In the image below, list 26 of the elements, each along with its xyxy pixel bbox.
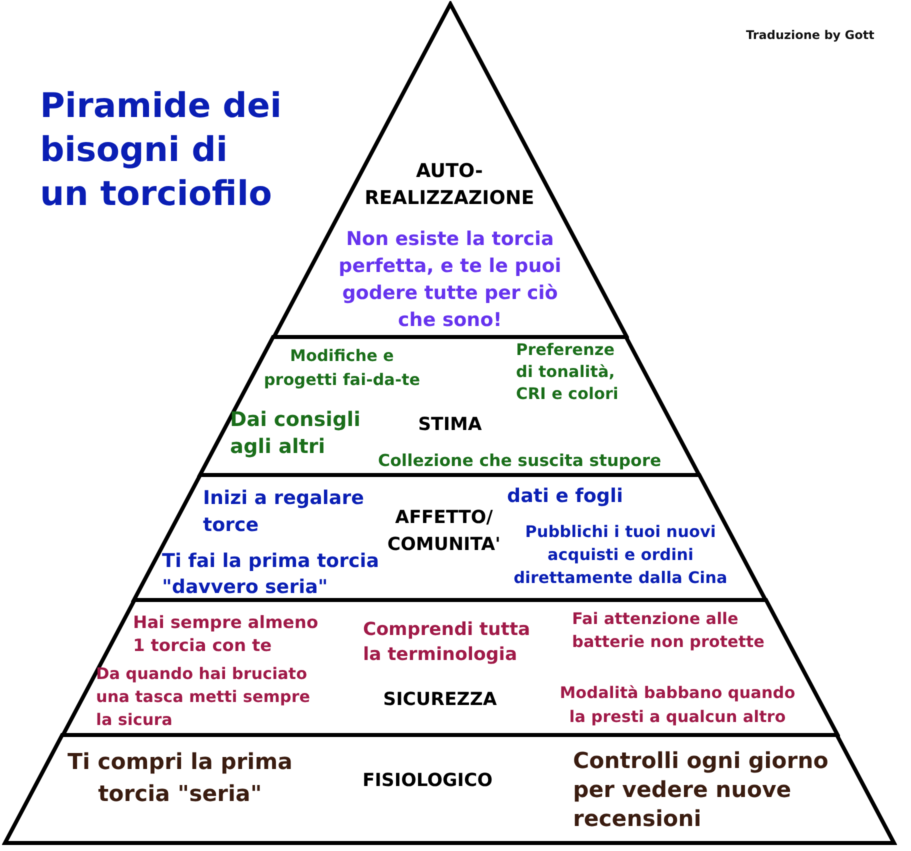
tier-text: Collezione che suscita stupore	[378, 450, 662, 472]
tier-text: dati e fogli	[506, 484, 624, 509]
pyramid-tier	[197, 334, 703, 478]
tier-text: Preferenze di tonalità, CRI e colori	[516, 339, 620, 405]
tier-title: STIMA	[417, 413, 483, 437]
tier-text: Ti fai la prima torcia "davvero seria"	[162, 549, 380, 600]
title: Piramide dei bisogni di un torciofilo	[40, 85, 283, 216]
tier-title: SICUREZZA	[382, 688, 498, 712]
pyramid-tier	[131, 472, 769, 603]
tier-text: Pubblichi i tuoi nuovi acquisti e ordini direttamente dalla Cina	[512, 521, 728, 589]
pyramid-tier	[2, 732, 898, 846]
tier-text: Inizi a regalare torce	[202, 486, 365, 538]
tier-text: Modifiche e progetti fai-da-te	[262, 345, 422, 391]
tier-text: Modalità babbano quando la presti a qualcun altro	[558, 682, 796, 728]
tier-text: Ti compri la prima torcia "seria"	[66, 749, 294, 809]
tier-text: Da quando hai bruciato una tasca metti sempre la sicura	[96, 663, 312, 731]
tier-text: Controlli ogni giorno per vedere nuove recensioni	[572, 748, 830, 834]
credit-note: Traduzione by Gott	[746, 28, 874, 42]
tier-title: AFFETTO/ COMUNITA'	[386, 506, 502, 557]
tier-text: Comprendi tutta la terminologia	[362, 618, 532, 667]
pyramid-tier	[60, 597, 840, 738]
tier-text: Non esiste la torcia perfetta, e te le puoi godere tutte per ciò che sono!	[338, 227, 562, 333]
tier-text: Hai sempre almeno 1 torcia con te	[132, 612, 320, 658]
tier-title: AUTO- REALIZZAZIONE	[364, 159, 536, 211]
tier-text: Fai attenzione alle batterie non protette	[572, 608, 766, 653]
tier-title: FISIOLOGICO	[361, 769, 494, 793]
